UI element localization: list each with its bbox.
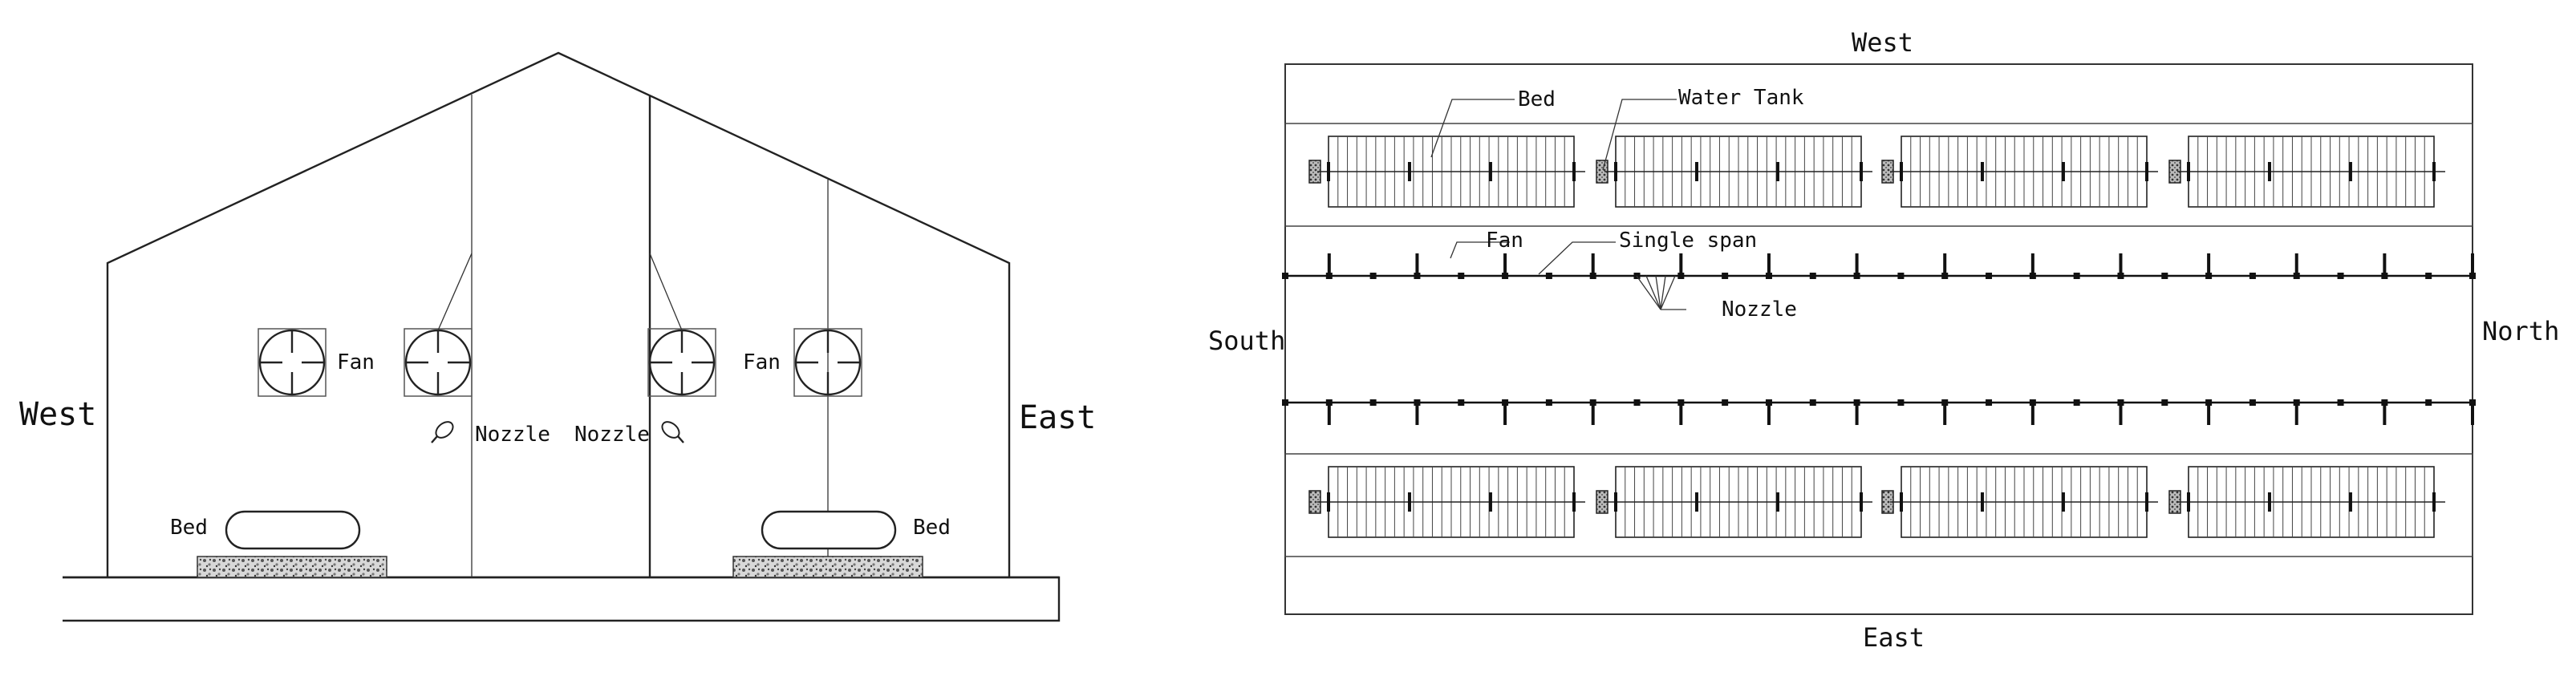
plan-label-east: East — [1863, 622, 1925, 653]
label-fan: Fan — [743, 350, 781, 374]
nozzle-icon — [1722, 273, 1729, 279]
base-slab — [63, 576, 1061, 622]
plan-outline — [1284, 63, 2473, 615]
fan-icon — [404, 253, 473, 397]
bed-icon — [2177, 136, 2445, 208]
nozzle-icon — [2337, 273, 2344, 279]
nozzle-icon — [1722, 399, 1729, 406]
bed-icon — [1604, 136, 1872, 208]
house-outline — [106, 51, 1011, 577]
plan-label-west: West — [1852, 27, 1913, 58]
nozzle-icon — [2425, 273, 2432, 279]
leader-nozzle — [1636, 275, 1686, 310]
nozzle-icon — [2073, 273, 2080, 279]
nozzle-icon — [1986, 273, 1993, 279]
leader-bed — [1430, 99, 1515, 158]
nozzle-icon — [1897, 399, 1905, 406]
fan-icon — [258, 328, 327, 397]
nozzle-icon — [2425, 399, 2432, 406]
nozzle-icon — [1458, 399, 1465, 406]
nozzle-icon — [2337, 399, 2344, 406]
bed-row-band — [1284, 453, 2473, 557]
fan-icon — [647, 253, 716, 397]
label-fan: Fan — [337, 350, 375, 374]
nozzle-icon — [1282, 273, 1288, 279]
label-west: West — [19, 396, 96, 433]
bed-icon — [1317, 466, 1585, 538]
nozzle-icon — [1458, 273, 1465, 279]
plan-label-north: North — [2482, 316, 2559, 346]
bed-icon — [1890, 136, 2158, 208]
leader-single-span — [1538, 241, 1616, 275]
fan-icon — [793, 328, 862, 397]
label-bed: Bed — [913, 516, 951, 540]
nozzle-icon — [661, 421, 684, 443]
label-east: East — [1019, 399, 1096, 436]
nozzle-icon — [1282, 399, 1288, 406]
label-nozzle: Nozzle — [1722, 298, 1797, 322]
label-water-tank: Water Tank — [1678, 86, 1804, 110]
nozzle-icon — [1369, 273, 1377, 279]
nozzle-icon — [1633, 399, 1641, 406]
nozzle-icon — [1545, 273, 1552, 279]
bed-icon — [1317, 136, 1585, 208]
bed-icon — [1604, 466, 1872, 538]
bed-rows — [1308, 136, 2445, 538]
bed-icon — [2177, 466, 2445, 538]
label-nozzle: Nozzle — [574, 423, 650, 447]
nozzle-icon — [1897, 273, 1905, 279]
nozzle-icon — [2161, 273, 2168, 279]
label-single-span: Single span — [1619, 229, 1757, 253]
plan-view: West East South North Bed Water Tank Fan… — [1208, 27, 2559, 653]
nozzle-icon — [431, 421, 454, 443]
bed-icon — [1890, 466, 2158, 538]
label-bed: Bed — [170, 516, 208, 540]
bed-row-band — [1284, 123, 2473, 227]
section-view: West East Fan Fan Nozzle Nozzle Bed Bed — [19, 51, 1096, 622]
leader-fan — [1450, 241, 1510, 259]
nozzle-icon — [1369, 399, 1377, 406]
nozzle-icon — [1986, 399, 1993, 406]
plan-label-south: South — [1208, 326, 1285, 356]
label-nozzle: Nozzle — [475, 423, 550, 447]
nozzle-icon — [1809, 399, 1816, 406]
label-fan: Fan — [1486, 229, 1523, 253]
leader-water-tank — [1602, 99, 1677, 171]
bed-icon — [197, 510, 387, 578]
nozzle-icon — [2161, 399, 2168, 406]
label-bed: Bed — [1518, 87, 1556, 111]
nozzle-icon — [2073, 399, 2080, 406]
nozzle-icon — [2249, 399, 2256, 406]
fan-lines — [1282, 253, 2476, 425]
nozzle-icon — [1545, 399, 1552, 406]
bed-icon — [732, 510, 923, 578]
nozzle-icon — [2249, 273, 2256, 279]
nozzle-icon — [1809, 273, 1816, 279]
